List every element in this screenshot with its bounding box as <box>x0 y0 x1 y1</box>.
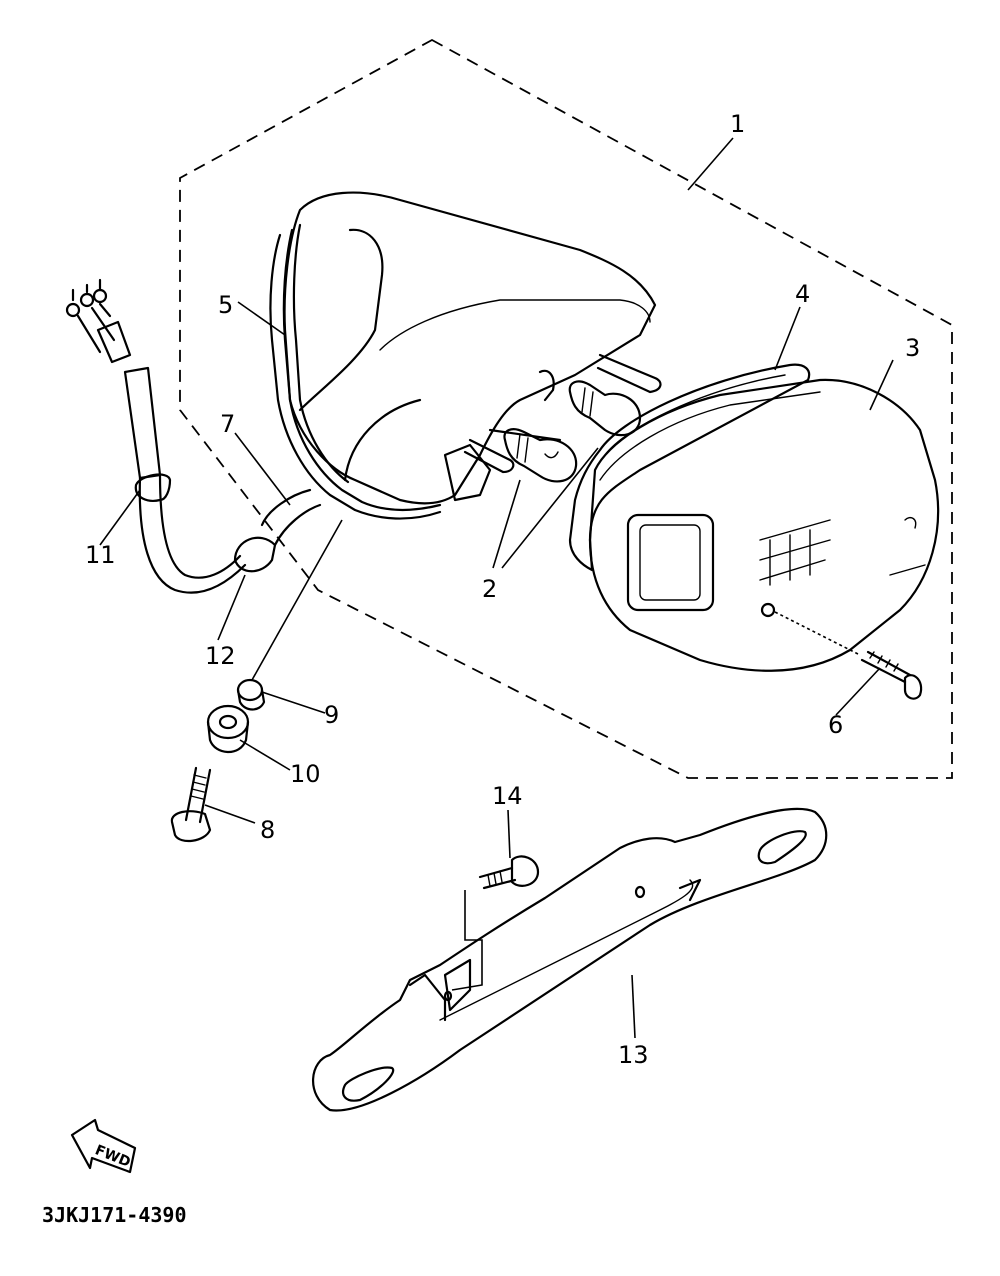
callout-5: 5 <box>218 291 233 319</box>
wire-harness <box>65 278 322 594</box>
callout-12: 12 <box>205 642 236 670</box>
callout-9: 9 <box>324 701 339 729</box>
callout-8: 8 <box>260 816 275 844</box>
diagram-reference-code: 3JKJ171-4390 <box>42 1203 187 1227</box>
callout-14: 14 <box>492 782 523 810</box>
lens-screw <box>774 611 923 700</box>
bulb-upper <box>568 380 642 437</box>
spacer <box>236 678 266 711</box>
license-bracket <box>312 807 828 1112</box>
bracket-bolt <box>451 809 540 991</box>
callout-1: 1 <box>730 110 745 138</box>
callout-3: 3 <box>905 334 920 362</box>
assembly-boundary <box>179 38 953 779</box>
grommet <box>206 704 250 754</box>
callout-11: 11 <box>85 541 116 569</box>
callout-6: 6 <box>828 711 843 739</box>
callout-10: 10 <box>290 760 321 788</box>
tail-light-housing <box>269 191 657 520</box>
housing-stud-lower <box>463 438 515 474</box>
callout-2: 2 <box>482 575 497 603</box>
forward-direction-arrow: FWD <box>70 1118 137 1174</box>
housing-stud-upper <box>596 353 662 394</box>
callout-4: 4 <box>795 280 810 308</box>
socket-ring <box>538 369 555 402</box>
callout-13: 13 <box>618 1041 649 1069</box>
callout-labels: 1 2 3 4 5 6 7 8 9 10 11 12 13 14 <box>85 110 920 1069</box>
bulb-lower <box>503 428 578 483</box>
tail-light-lens <box>588 378 940 672</box>
leader-lines <box>99 137 894 1039</box>
bolt-alignment-line <box>251 519 343 681</box>
callout-7: 7 <box>220 410 235 438</box>
mounting-bolt <box>170 766 212 843</box>
lens-gasket <box>568 363 811 572</box>
